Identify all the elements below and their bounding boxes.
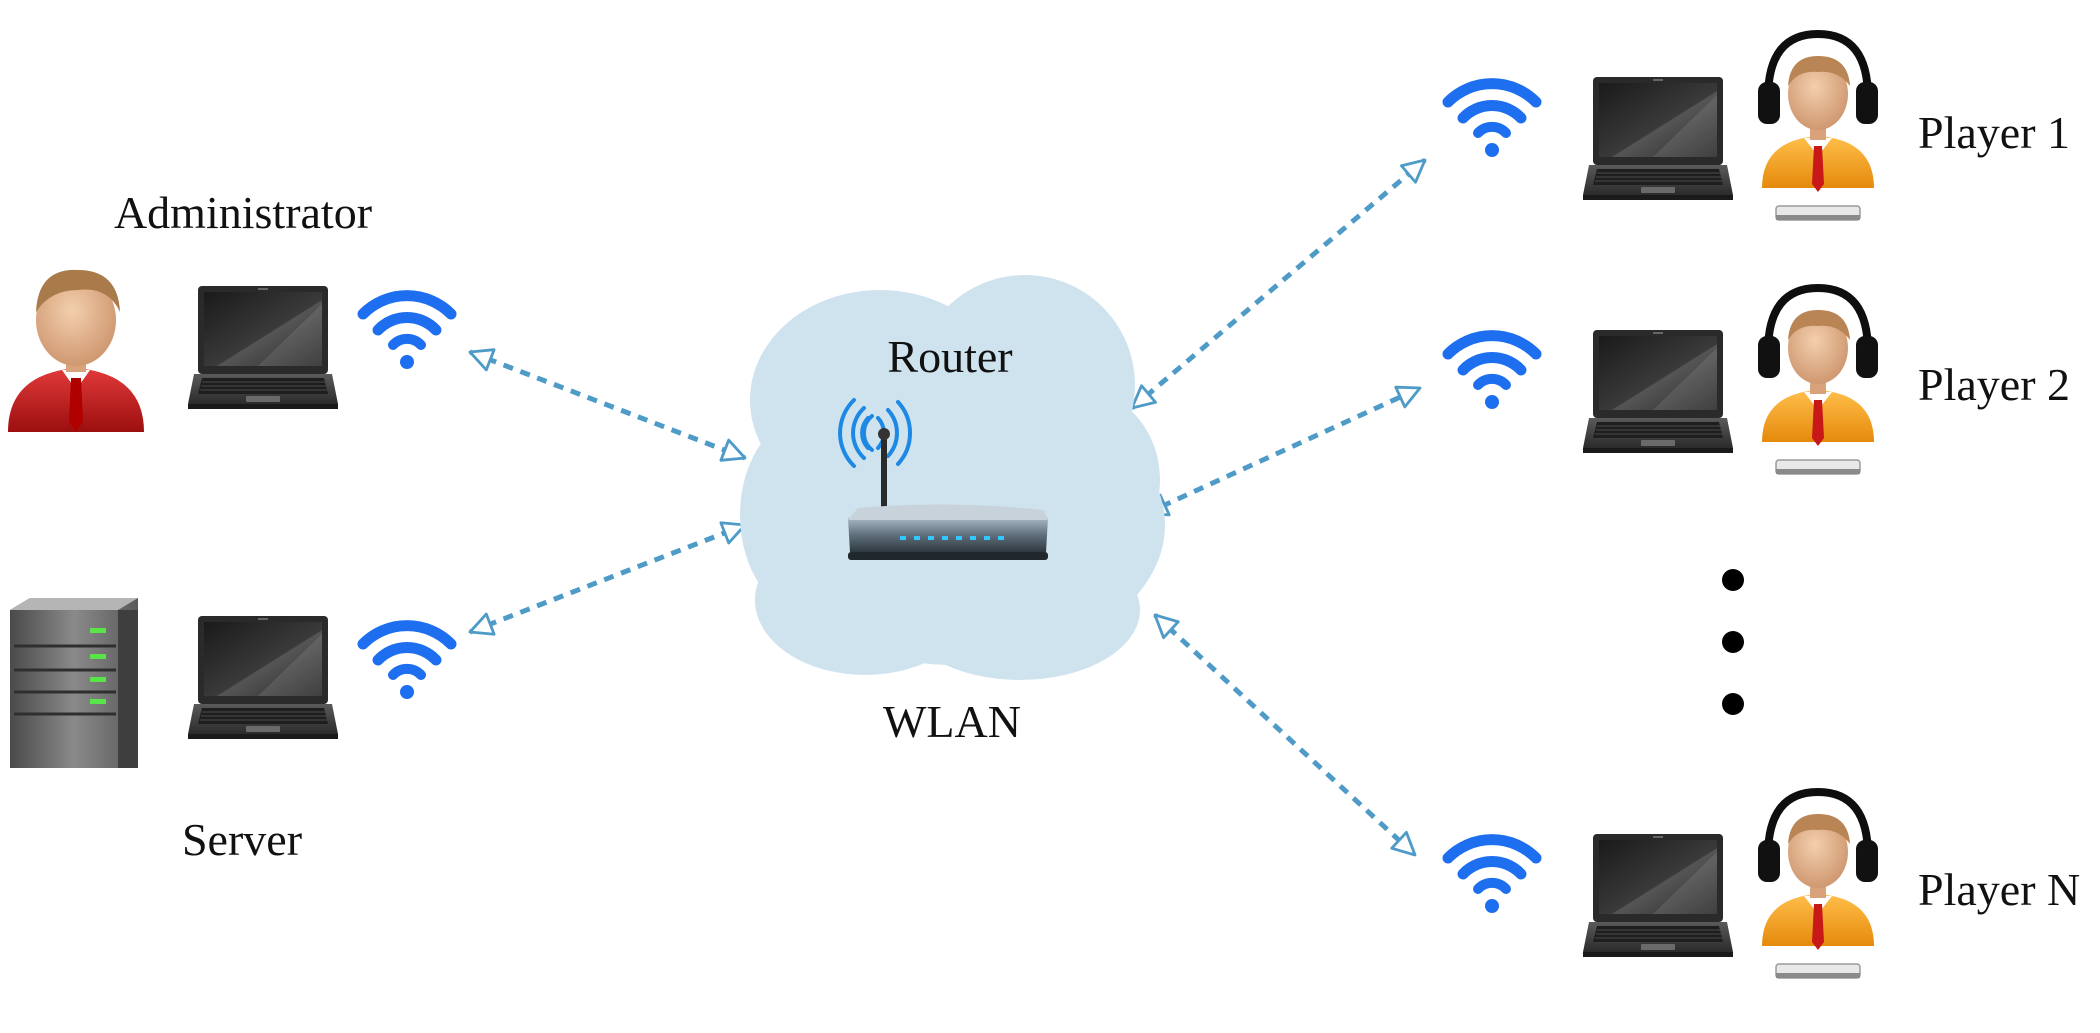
laptop-icon [1582,833,1734,958]
router-label: Router [887,331,1012,382]
wifi-icon [363,626,451,699]
player-n-label: Player N [1918,864,2080,915]
wifi-icon [363,296,451,369]
player-headphones-icon [1758,34,1878,220]
server-icon [10,598,138,768]
link-router-player-2 [1143,385,1422,517]
wifi-icon [1448,840,1536,913]
wifi-icon [1448,336,1536,409]
wlan-cloud [740,275,1165,680]
vertical-ellipsis-icon [1722,569,1744,715]
user-icon [8,269,144,432]
laptop-icon [187,285,339,410]
link-router-player-n [1153,613,1417,857]
wifi-icon [1448,84,1536,157]
server-label: Server [182,814,302,865]
player-headphones-icon [1758,288,1878,474]
laptop-icon [1582,329,1734,454]
administrator-label: Administrator [114,187,372,238]
laptop-icon [1582,76,1734,201]
player-headphones-icon [1758,792,1878,978]
router-icon [838,398,1048,560]
player-2-label: Player 2 [1918,359,2070,410]
player-1-label: Player 1 [1918,107,2070,158]
link-server-router [468,521,747,636]
link-admin-router [468,348,747,462]
laptop-icon [187,615,339,740]
wlan-label: WLAN [883,696,1021,747]
link-router-player-1 [1130,158,1427,410]
connection-links [468,158,1427,857]
